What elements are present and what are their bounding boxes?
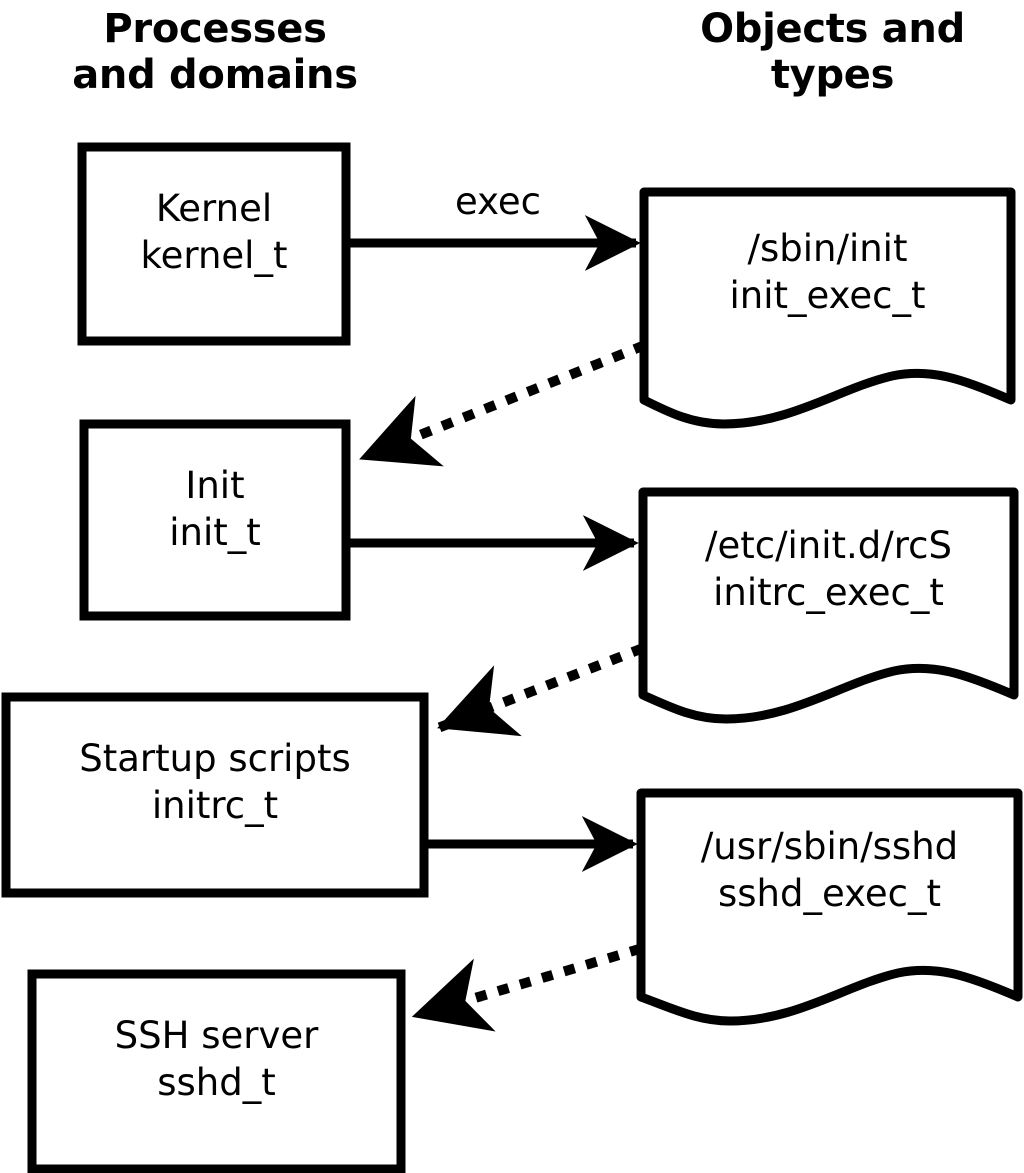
- edge-init-exec-to-init: [358, 340, 647, 467]
- node-sshd-exec[interactable]: [636, 788, 1023, 1026]
- edge-initrc-exec-to-initrc: [436, 643, 645, 737]
- edge-label-exec: exec: [455, 180, 541, 223]
- node-sshd[interactable]: [27, 969, 406, 1173]
- node-init[interactable]: [79, 419, 351, 621]
- edge-sshd-exec-to-sshd: [411, 943, 643, 1032]
- node-initrc-exec[interactable]: [638, 487, 1019, 724]
- node-init-exec[interactable]: [639, 187, 1016, 429]
- node-kernel[interactable]: [77, 142, 351, 346]
- node-initrc[interactable]: [1, 692, 429, 898]
- column-header-objects: Objects and types: [700, 6, 965, 98]
- column-header-processes: Processes and domains: [72, 6, 358, 98]
